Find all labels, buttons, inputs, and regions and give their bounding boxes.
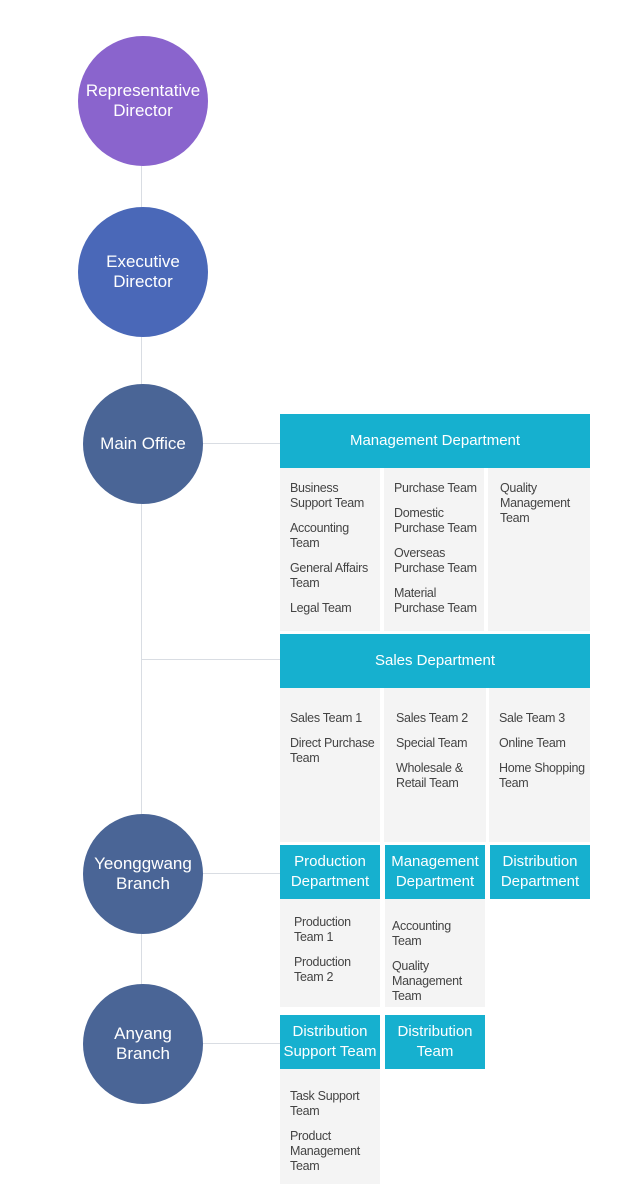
team-item: Production Team 1 [294,915,351,944]
sales-dept-column-1: Sales Team 1 Direct Purchase Team [280,688,380,842]
main-office-node: Main Office [83,384,203,504]
distribution-department-header: Distribution Department [490,845,590,899]
team-item: Overseas Purchase Team [394,546,477,575]
production-department-header: Production Department [280,845,380,899]
spine-connector [141,100,142,1045]
team-item: Special Team [396,736,468,750]
team-item: Direct Purchase Team [290,736,375,765]
team-item: Legal Team [290,601,352,615]
representative-director-node: Representative Director [78,36,208,166]
main-office-connector [141,443,280,444]
management-department-header: Management Department [280,414,590,468]
team-item: Purchase Team [394,481,477,495]
team-item: Accounting Team [392,919,451,948]
team-item: General Affairs Team [290,561,368,590]
yeonggwang-management-dept-teams: Accounting Team Quality Management Team [385,899,485,1007]
yeonggwang-management-department-header: Management Department [385,845,485,899]
sales-dept-column-2: Sales Team 2 Special Team Wholesale & Re… [384,688,486,842]
management-dept-column-2: Purchase Team Domestic Purchase Team Ove… [384,468,484,631]
executive-director-node: Executive Director [78,207,208,337]
team-item: Accounting Team [290,521,349,550]
yeonggwang-connector [141,873,280,874]
team-item: Online Team [499,736,566,750]
team-item: Production Team 2 [294,955,351,984]
team-item: Sales Team 1 [290,711,362,725]
sales-department-header: Sales Department [280,634,590,688]
team-item: Wholesale & Retail Team [396,761,463,790]
production-dept-teams: Production Team 1 Production Team 2 [280,899,380,1007]
team-item: Task Support Team [290,1089,360,1118]
management-dept-column-3: Quality Management Team [488,468,590,631]
anyang-connector [141,1043,280,1044]
distribution-support-teams: Task Support Team Product Management Tea… [280,1069,380,1184]
management-dept-column-1: Business Support Team Accounting Team Ge… [280,468,380,631]
team-item: Product Management Team [290,1129,360,1173]
team-item: Domestic Purchase Team [394,506,477,535]
team-item: Business Support Team [290,481,364,510]
sales-dept-column-3: Sale Team 3 Online Team Home Shopping Te… [489,688,590,842]
team-item: Material Purchase Team [394,586,477,615]
sales-connector [141,659,280,660]
distribution-team-header: Distribution Team [385,1015,485,1069]
anyang-branch-node: Anyang Branch [83,984,203,1104]
team-item: Quality Management Team [500,481,570,525]
yeonggwang-branch-node: Yeonggwang Branch [83,814,203,934]
distribution-support-team-header: Distribution Support Team [280,1015,380,1069]
team-item: Sale Team 3 [499,711,565,725]
team-item: Quality Management Team [392,959,462,1003]
team-item: Sales Team 2 [396,711,468,725]
team-item: Home Shopping Team [499,761,585,790]
